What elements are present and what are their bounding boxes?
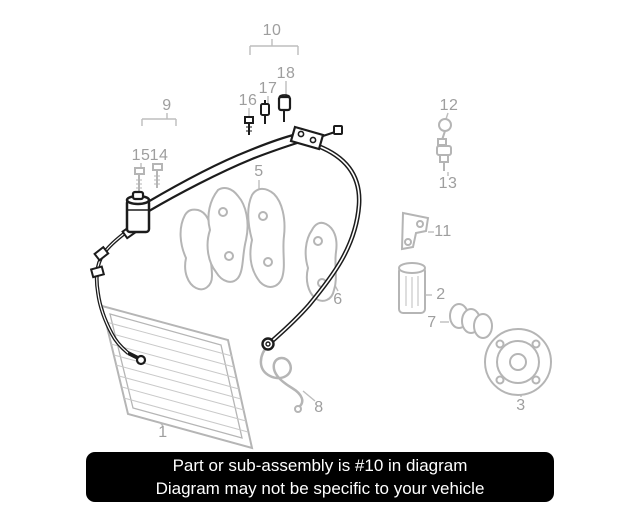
part-bolt-15: [134, 167, 145, 192]
part-filter-2: [398, 262, 426, 314]
banner-line-1: Part or sub-assembly is #10 in diagram: [172, 456, 468, 475]
part-compressor-3: [484, 328, 552, 396]
leader-8: [302, 390, 316, 402]
callout-1: 1: [158, 424, 168, 441]
ac-pipe-lower: [89, 224, 147, 366]
part-cap-18: [277, 94, 292, 122]
callout-8: 8: [314, 399, 324, 416]
ac-hose-long: [261, 143, 362, 351]
callout-3: 3: [516, 397, 526, 414]
callout-5: 5: [254, 163, 264, 180]
bracket-callout-10: [249, 39, 299, 55]
callout-11: 11: [434, 223, 452, 240]
banner-line-2: Diagram may not be specific to your vehi…: [155, 479, 485, 498]
disclaimer-banner: Part or sub-assembly is #10 in diagram D…: [86, 452, 554, 502]
highlighted-assembly-10: [89, 94, 362, 366]
callout-14: 14: [149, 147, 169, 164]
condenser-core: [109, 313, 243, 439]
callout-18: 18: [276, 65, 296, 82]
part-pulley-7: [449, 303, 493, 339]
ac-pipe-upper: [145, 132, 301, 212]
callout-15: 15: [131, 147, 151, 164]
callout-17: 17: [258, 80, 278, 97]
junction-block: [289, 125, 343, 151]
part-bolt-14: [152, 163, 163, 188]
part-switch-13: [436, 145, 452, 171]
callout-12: 12: [439, 97, 459, 114]
part-hose-8: [259, 343, 304, 413]
bracket-callout-9: [141, 113, 177, 126]
callout-10: 10: [262, 22, 282, 39]
part-bracket-11: [400, 211, 430, 251]
callout-2: 2: [436, 286, 446, 303]
callout-6: 6: [333, 291, 343, 308]
part-bolt-16: [244, 116, 254, 135]
part-bracket-5: [179, 187, 286, 291]
part-condenser: [100, 304, 254, 450]
part-valve-17: [260, 100, 270, 124]
callout-13: 13: [438, 175, 458, 192]
muted-parts: [100, 118, 552, 450]
callout-9: 9: [162, 97, 172, 114]
condenser-fins: [105, 321, 249, 433]
receiver-drier: [125, 190, 151, 234]
callout-16: 16: [238, 92, 258, 109]
part-sensor-12: [437, 118, 452, 146]
leader-12: [445, 112, 449, 120]
callout-7: 7: [427, 314, 437, 331]
